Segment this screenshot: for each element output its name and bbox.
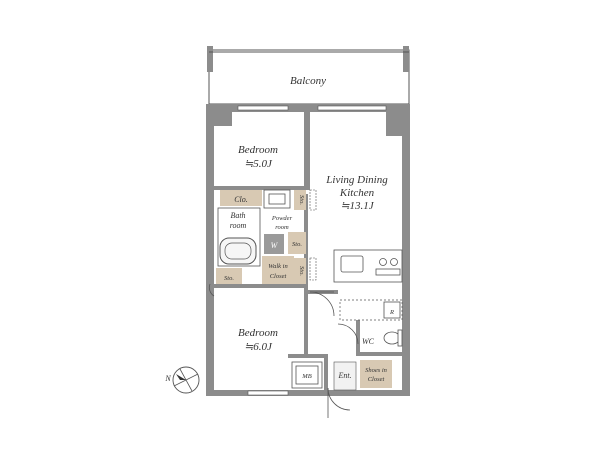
sink-icon (340, 255, 364, 273)
sto2-label: Sto. (292, 241, 302, 248)
shoes-label-line2: Closet (368, 376, 385, 383)
clo-label: Clo. (234, 195, 248, 204)
bedroom-2: Bedroom ≒6.0J (238, 327, 278, 353)
shoes-in-closet: Shoes in Closet (360, 360, 392, 388)
ent-label: Ent. (337, 371, 351, 380)
ldk-label-line1: Living Dining (325, 174, 388, 186)
sto4-label: Sto. (224, 275, 234, 282)
bath-room: Bath room (217, 207, 261, 267)
powder-room: Powder room (271, 215, 293, 231)
walkin-label-line1: Walk in (268, 263, 287, 270)
refrigerator-space: R (339, 299, 403, 321)
bedroom-1-label: Bedroom (238, 144, 278, 156)
mb-label: MB (301, 373, 311, 380)
bedroom-1: Bedroom ≒5.0J (238, 144, 278, 170)
storage-1: Sto. (294, 190, 306, 210)
walkin-label-line2: Closet (270, 273, 287, 280)
washer: W (264, 234, 284, 254)
wc-label: WC (362, 337, 375, 346)
living-dining-kitchen: Living Dining Kitchen ≒13.1J (325, 174, 403, 283)
stove-burner-icon (379, 258, 387, 266)
meter-box: MB (291, 361, 323, 389)
vanity (263, 189, 291, 209)
closet-clo: Clo. (220, 190, 262, 206)
balcony: Balcony (207, 46, 410, 105)
powder-label-line1: Powder (271, 215, 293, 222)
ldk-label-line2: Kitchen (339, 187, 375, 199)
bath-label-line1: Bath (230, 211, 245, 220)
shoes-label-line1: Shoes in (365, 367, 387, 374)
walk-in-closet: Walk in Closet (262, 256, 294, 284)
wc: WC (362, 329, 403, 347)
bedroom-1-size: ≒5.0J (244, 158, 273, 170)
storage-3: Sto. (294, 258, 306, 284)
compass-icon: N (164, 366, 200, 394)
sto3-label: Sto. (298, 266, 305, 276)
kitchen-counter (333, 249, 403, 283)
ldk-size: ≒13.1J (340, 200, 374, 212)
bedroom-2-size: ≒6.0J (244, 341, 273, 353)
powder-label-line2: room (275, 224, 289, 231)
bedroom-2-label: Bedroom (238, 327, 278, 339)
stove-burner-icon (390, 258, 398, 266)
outer-walls (206, 104, 410, 396)
r-label: R (389, 309, 394, 316)
compass-n-label: N (164, 374, 171, 383)
storage-2: Sto. (288, 232, 306, 254)
bathtub-icon (219, 237, 257, 265)
sto1-label: Sto. (298, 195, 305, 205)
washer-label: W (271, 241, 279, 250)
doors (208, 283, 359, 418)
balcony-label: Balcony (290, 75, 326, 87)
entrance: Ent. (333, 361, 357, 391)
bath-label-line2: room (230, 221, 247, 230)
storage-4: Sto. (216, 268, 242, 284)
